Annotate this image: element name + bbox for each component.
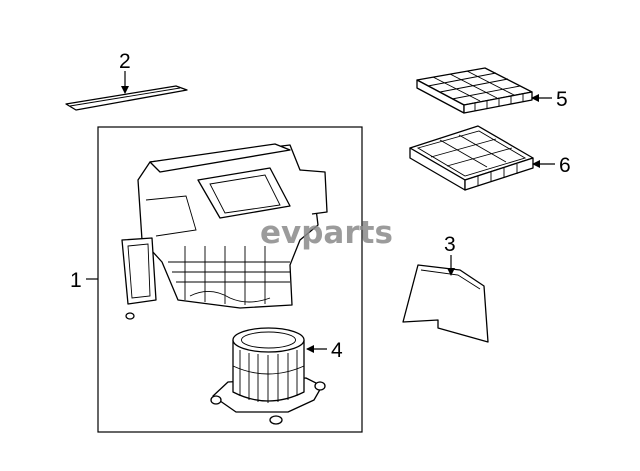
part-4-blower-motor <box>210 327 326 425</box>
part-3-cover <box>402 264 489 343</box>
part-2-seal-strip <box>65 85 188 111</box>
callout-4: 4 <box>331 339 343 362</box>
callout-5: 5 <box>556 88 568 111</box>
watermark-logo: evparts <box>260 215 393 251</box>
part-1-blower-housing <box>121 143 328 320</box>
callout-2: 2 <box>119 50 131 73</box>
callout-6: 6 <box>559 154 571 177</box>
callout-1: 1 <box>70 269 82 292</box>
part-5-filter <box>416 67 533 114</box>
callout-3: 3 <box>444 233 456 256</box>
part-6-filter-tray <box>409 125 534 191</box>
